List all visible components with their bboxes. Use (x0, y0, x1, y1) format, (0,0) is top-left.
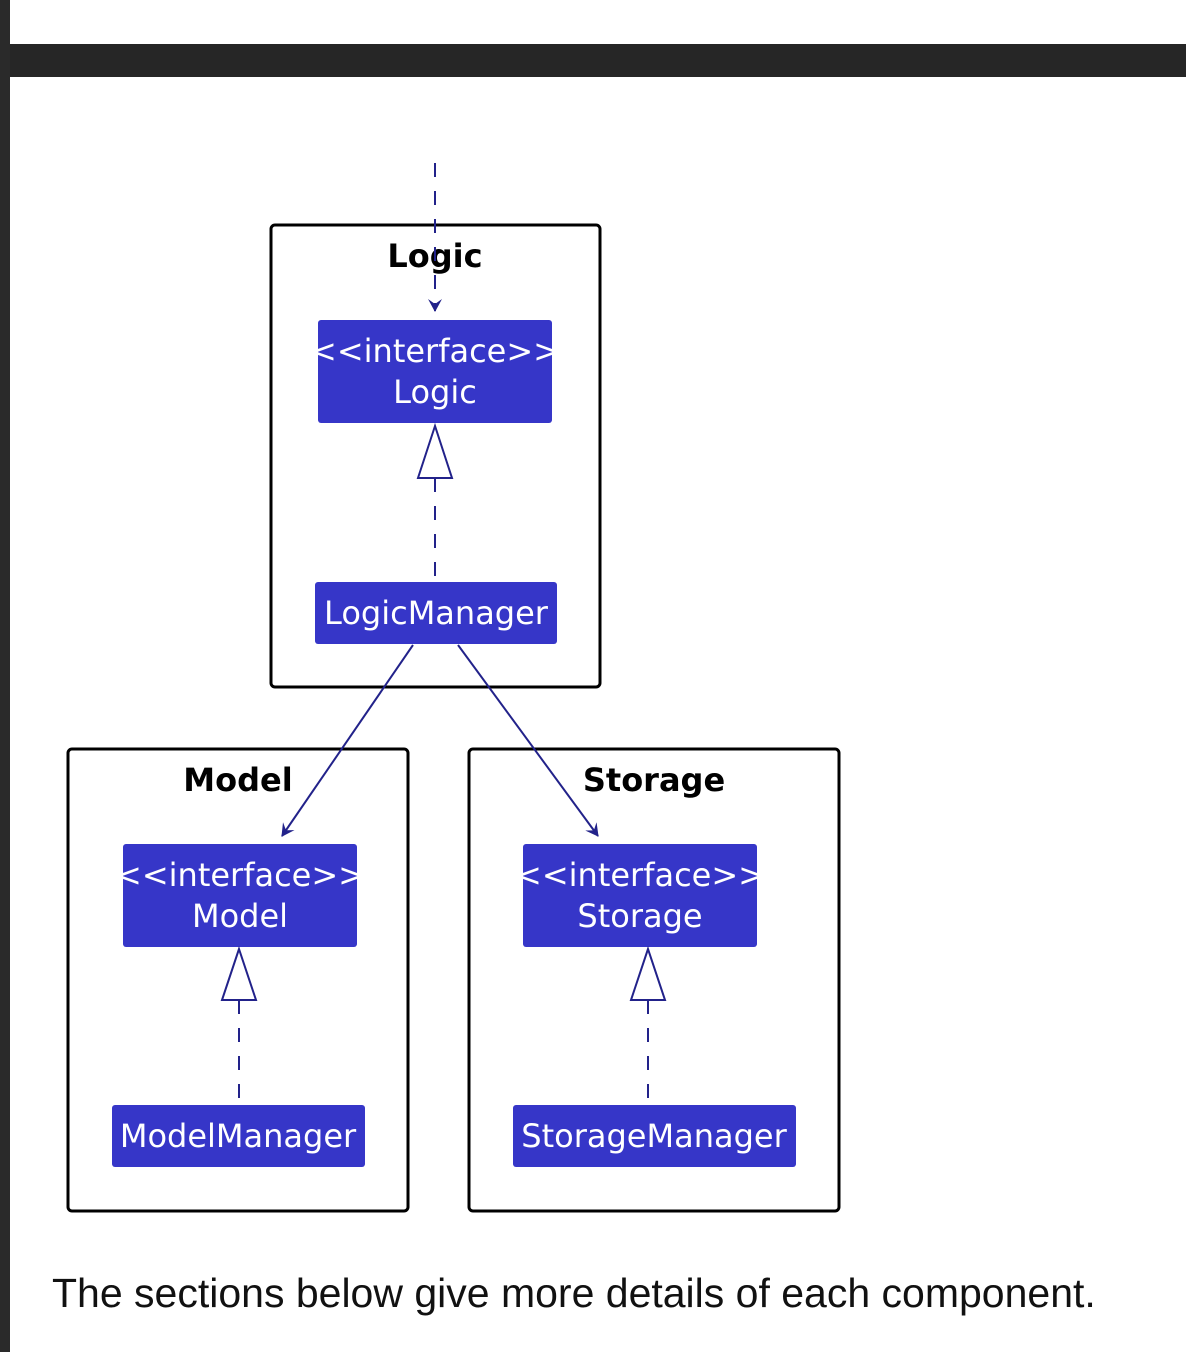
association-logic-to-storage (457, 644, 599, 837)
class-storage-interface-stereotype: <<interface>> (515, 856, 765, 894)
class-logic-manager-name: LogicManager (324, 594, 549, 632)
class-logic-interface-box (318, 320, 552, 423)
class-storage-interface: <<interface>> Storage (515, 844, 765, 947)
realization-model-triangle (220, 945, 258, 1001)
class-model-manager: ModelManager (112, 1105, 365, 1167)
realization-storage-triangle (629, 945, 667, 1001)
class-model-interface-stereotype: <<interface>> (115, 856, 365, 894)
realization-logic-triangle (416, 422, 454, 479)
package-storage: Storage (467, 747, 841, 1213)
class-model-manager-name: ModelManager (120, 1117, 357, 1155)
class-logic-manager: LogicManager (315, 582, 557, 644)
realization-storage (629, 945, 667, 1103)
class-logic-interface: <<interface>> Logic (310, 320, 560, 423)
diagram-caption: The sections below give more details of … (52, 1270, 1096, 1316)
package-model: Model (66, 747, 410, 1213)
package-storage-frame (467, 747, 841, 1213)
architecture-diagram: Logic Model Storage <<interface>> Logic … (66, 163, 841, 1213)
window-left-edge (0, 0, 10, 1352)
class-storage-manager: StorageManager (513, 1105, 796, 1167)
class-storage-interface-name: Storage (577, 897, 702, 935)
class-model-manager-box (112, 1105, 365, 1167)
association-logic-to-model (281, 644, 414, 837)
class-storage-interface-box (523, 844, 757, 947)
class-storage-manager-name: StorageManager (521, 1117, 787, 1155)
class-logic-manager-box (315, 582, 557, 644)
class-storage-manager-box (513, 1105, 796, 1167)
package-model-title: Model (183, 761, 292, 799)
class-model-interface: <<interface>> Model (115, 844, 365, 947)
realization-model (220, 945, 258, 1103)
realization-logic (416, 422, 454, 580)
package-storage-title: Storage (583, 761, 725, 799)
top-strip (10, 0, 1186, 45)
package-model-frame (66, 747, 410, 1213)
class-model-interface-box (123, 844, 357, 947)
class-logic-interface-name: Logic (393, 373, 477, 411)
class-logic-interface-stereotype: <<interface>> (310, 332, 560, 370)
header-bar (10, 44, 1186, 77)
class-model-interface-name: Model (192, 897, 288, 935)
